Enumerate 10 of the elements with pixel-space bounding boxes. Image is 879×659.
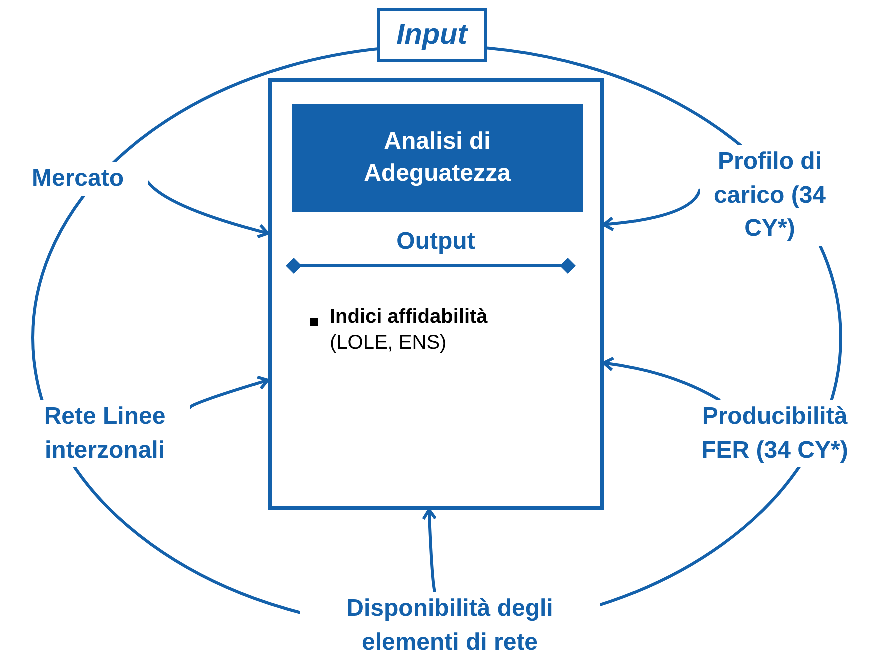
curved-arrow — [146, 180, 270, 238]
process-box — [268, 78, 604, 510]
input-box: Input — [377, 8, 487, 62]
curved-arrow — [602, 356, 721, 402]
curved-arrow — [602, 188, 702, 232]
output-heading: Output — [396, 228, 476, 256]
curved-arrow — [422, 508, 438, 594]
output-item: Indici affidabilità (LOLE, ENS) — [330, 305, 489, 356]
title-box: Analisi di Adeguatezza — [292, 104, 583, 212]
curved-arrow — [188, 376, 270, 410]
